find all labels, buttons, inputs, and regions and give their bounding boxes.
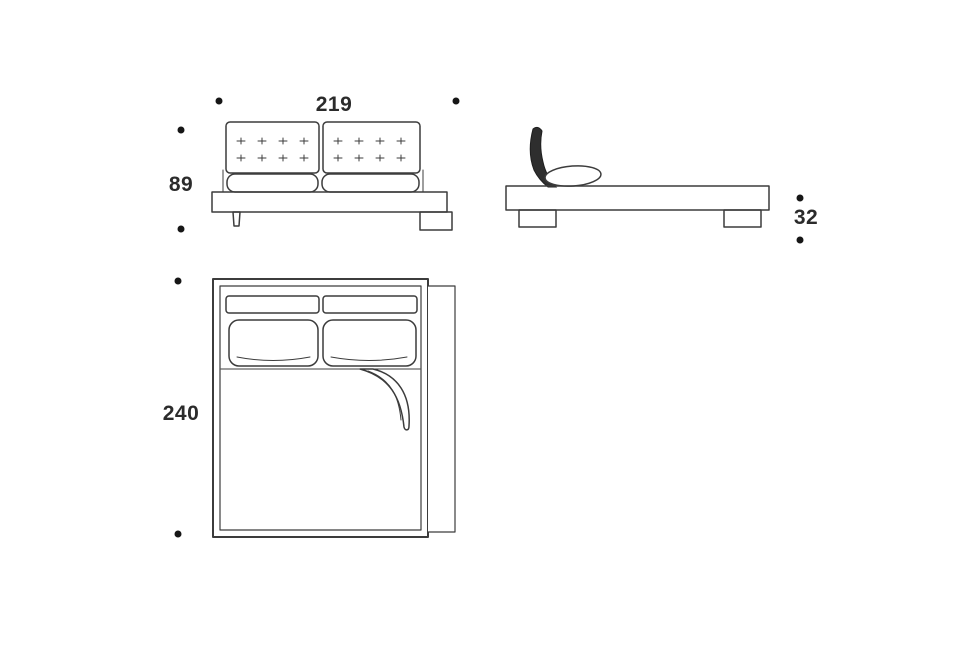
bed-platform-front [211, 191, 448, 213]
side-view: 32 [505, 126, 818, 244]
headboard-cushion-left [225, 121, 320, 174]
pillow-front-right [321, 173, 420, 193]
plan-headboard-cushion-right [322, 295, 418, 314]
dimension-dot [174, 530, 182, 538]
dimension-label-depth: 240 [163, 402, 200, 425]
bed-leg-front [232, 211, 241, 227]
front-view: 219 89 [169, 93, 460, 233]
duvet-fold-crease [367, 370, 402, 421]
tufting-marks-right [333, 137, 406, 162]
dimension-dot [215, 97, 223, 105]
plan-ledge-extension [428, 285, 456, 533]
bed-platform-side [505, 185, 770, 211]
bed-foot-front [518, 209, 557, 228]
top-view: 240 [163, 277, 456, 538]
plan-pillow-creases [236, 356, 408, 361]
plan-headboard-cushion-left [225, 295, 320, 314]
dimension-dot [177, 225, 185, 233]
pillow-front-left [226, 173, 319, 193]
duvet-fold [359, 368, 410, 431]
plan-pillow-right [322, 319, 417, 367]
dimension-dot [177, 126, 185, 134]
dimension-dot [796, 194, 804, 202]
dimension-dot [796, 236, 804, 244]
dimension-dot [452, 97, 460, 105]
headboard-edge-lines [222, 169, 424, 193]
dimension-label-base-height: 32 [794, 206, 818, 229]
bed-foot-rear [723, 209, 762, 228]
bedside-ledge-front [419, 211, 453, 231]
plan-pillow-left [228, 319, 319, 367]
dimension-label-width: 219 [316, 93, 353, 116]
pillow-side [544, 165, 602, 187]
tufting-marks-left [236, 137, 309, 162]
dimension-label-height: 89 [169, 173, 193, 196]
headboard-cushion-right [322, 121, 421, 174]
dimension-dot [174, 277, 182, 285]
